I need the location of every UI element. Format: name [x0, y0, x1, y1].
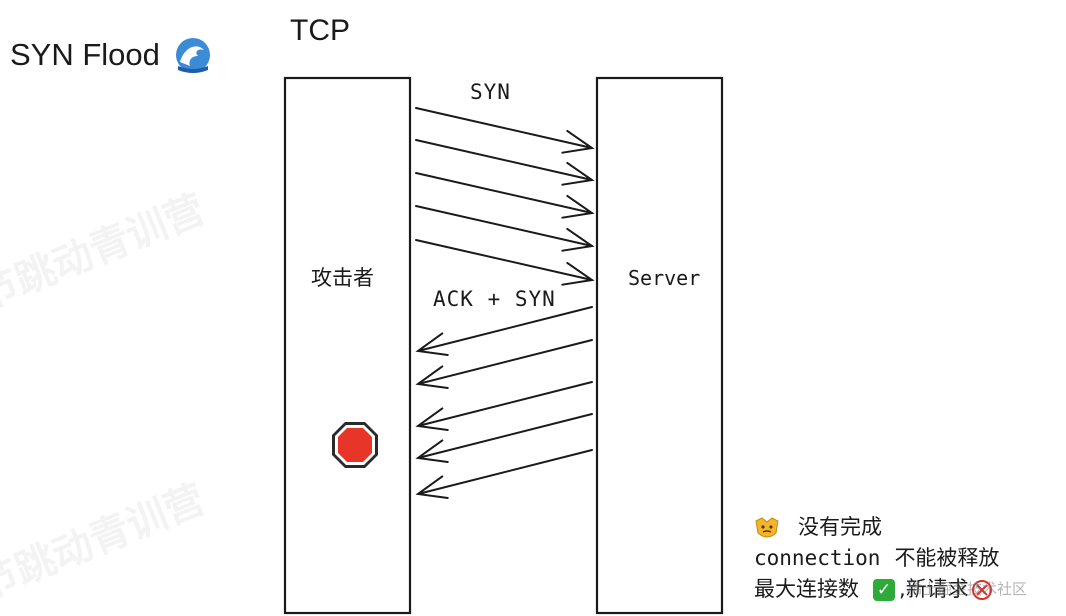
ack-syn-arrow	[415, 413, 593, 463]
face-icon	[754, 516, 780, 539]
server-column	[595, 76, 724, 615]
note-line-2: connection 不能被释放	[754, 543, 999, 574]
note-line-2-code: connection	[754, 546, 881, 570]
syn-arrow	[415, 172, 595, 219]
note-line-2-text: 不能被释放	[894, 546, 1000, 570]
diagram-title: TCP	[290, 14, 350, 47]
note-line-3-tail: 新请求	[905, 577, 969, 601]
note-line-3: 最大连接数 ✓ , 新请求	[754, 574, 999, 605]
syn-arrow	[415, 107, 595, 154]
notes: 没有完成 connection 不能被释放 最大连接数 ✓ , 新请求	[754, 512, 999, 605]
wave-icon	[174, 36, 212, 74]
syn-arrow	[415, 205, 595, 252]
slide-title-text: SYN Flood	[10, 37, 160, 72]
check-icon: ✓	[873, 578, 895, 601]
ack-syn-label: ACK + SYN	[433, 287, 556, 311]
source-tag: 稀土掘金技术社区	[907, 580, 1028, 598]
server-label: Server	[628, 266, 701, 290]
arrow-group	[415, 107, 595, 499]
attacker-column	[283, 76, 412, 615]
attacker-label: 攻击者	[311, 266, 374, 290]
slide-title: SYN Flood	[10, 36, 212, 74]
cross-icon	[971, 579, 993, 601]
syn-arrow	[415, 239, 595, 286]
syn-label: SYN	[470, 80, 511, 104]
note-line-1-text: 没有完成	[798, 515, 882, 539]
syn-arrow	[415, 139, 595, 186]
ack-syn-arrow	[415, 449, 593, 499]
ack-syn-arrow	[415, 381, 593, 431]
ack-syn-arrow	[415, 339, 593, 389]
stop-sign-icon	[330, 420, 380, 470]
note-line-3-text: 最大连接数	[754, 577, 859, 601]
note-line-1: 没有完成	[754, 512, 999, 543]
ack-syn-arrow	[415, 306, 593, 356]
note-line-3-sep: ,	[899, 577, 906, 601]
